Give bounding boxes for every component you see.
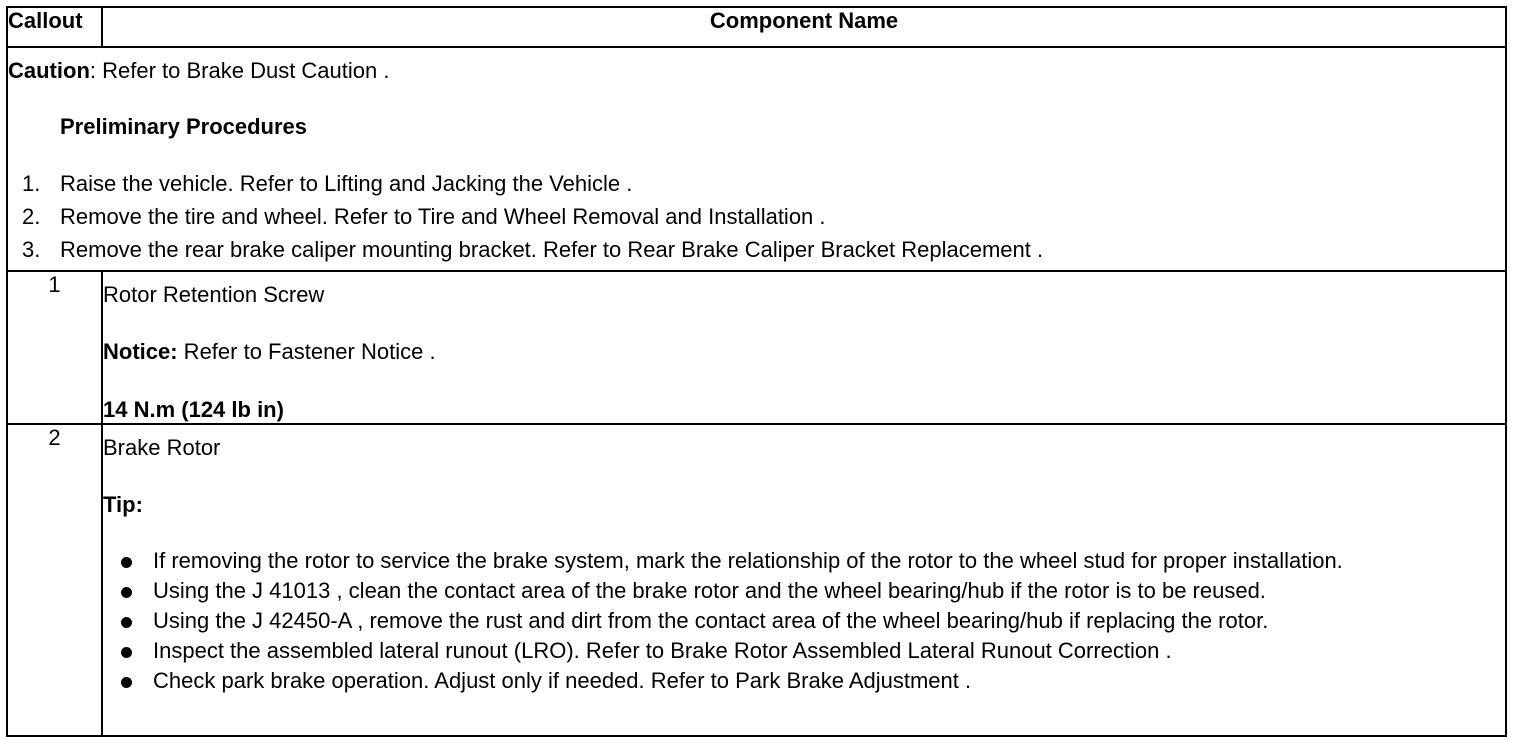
- step-number: 1.: [22, 170, 41, 196]
- preliminary-procedures-title: Preliminary Procedures: [60, 114, 308, 140]
- step-text: Remove the rear brake caliper mounting b…: [60, 236, 1044, 262]
- tip-text: If removing the rotor to service the bra…: [153, 547, 1343, 573]
- bullet-icon: [103, 669, 153, 695]
- bullet-icon: [103, 639, 153, 665]
- torque-spec: 14 N.m (124 lb in): [103, 396, 284, 422]
- component-table: Callout Component Name Caution: Refer to…: [6, 6, 1507, 737]
- preliminary-steps-list: 1. Raise the vehicle. Refer to Lifting an…: [8, 171, 1505, 270]
- callout-number: 1: [6, 269, 103, 425]
- component-cell: Rotor Retention Screw Notice: Refer to F…: [101, 269, 1507, 425]
- callout-number: 2: [6, 422, 103, 737]
- tip-text: Inspect the assembled lateral runout (LR…: [153, 637, 1172, 663]
- header-row: Callout Component Name: [6, 6, 1507, 48]
- bullet-icon: [103, 579, 153, 605]
- bullet-icon: [103, 609, 153, 635]
- list-item: 3. Remove the rear brake caliper mounting…: [8, 237, 1505, 270]
- preliminary-cell: Caution: Refer to Brake Dust Caution . P…: [6, 46, 1507, 272]
- tip-text: Using the J 42450-A , remove the rust an…: [153, 607, 1269, 633]
- list-item: 1. Raise the vehicle. Refer to Lifting an…: [8, 171, 1505, 204]
- callout-column-header: Callout: [6, 6, 103, 48]
- list-item: Using the J 42450-A , remove the rust an…: [103, 607, 1505, 635]
- step-text: Raise the vehicle. Refer to Lifting and …: [60, 170, 633, 196]
- step-text: Remove the tire and wheel. Refer to Tire…: [60, 203, 826, 229]
- component-cell: Brake Rotor Tip: If removing the rotor t…: [101, 422, 1507, 737]
- tip-list: If removing the rotor to service the bra…: [103, 547, 1505, 695]
- notice-line: Notice: Refer to Fastener Notice .: [103, 339, 1505, 365]
- list-item: Inspect the assembled lateral runout (LR…: [103, 637, 1505, 665]
- component-name: Rotor Retention Screw: [103, 281, 325, 307]
- list-item: Check park brake operation. Adjust only …: [103, 667, 1505, 695]
- step-number: 3.: [22, 236, 41, 262]
- caution-line: Caution: Refer to Brake Dust Caution .: [8, 58, 1505, 84]
- table-row: 1 Rotor Retention Screw Notice: Refer to…: [6, 269, 1507, 425]
- component-name: Brake Rotor: [103, 434, 221, 460]
- notice-text: Refer to Fastener Notice .: [177, 339, 436, 365]
- list-item: 2. Remove the tire and wheel. Refer to Ti…: [8, 204, 1505, 237]
- step-number: 2.: [22, 203, 41, 229]
- caution-label: Caution: [8, 58, 90, 83]
- bullet-icon: [103, 549, 153, 575]
- table-row: 2 Brake Rotor Tip: If removing the rotor…: [6, 422, 1507, 737]
- caution-text: : Refer to Brake Dust Caution .: [89, 58, 390, 83]
- component-name-column-header: Component Name: [101, 6, 1507, 48]
- tip-text: Using the J 41013 , clean the contact ar…: [153, 577, 1266, 603]
- tip-label: Tip:: [103, 492, 143, 518]
- list-item: If removing the rotor to service the bra…: [103, 547, 1505, 575]
- tip-text: Check park brake operation. Adjust only …: [153, 667, 972, 693]
- notice-label: Notice:: [103, 339, 178, 365]
- preliminary-row: Caution: Refer to Brake Dust Caution . P…: [6, 46, 1507, 272]
- list-item: Using the J 41013 , clean the contact ar…: [103, 577, 1505, 605]
